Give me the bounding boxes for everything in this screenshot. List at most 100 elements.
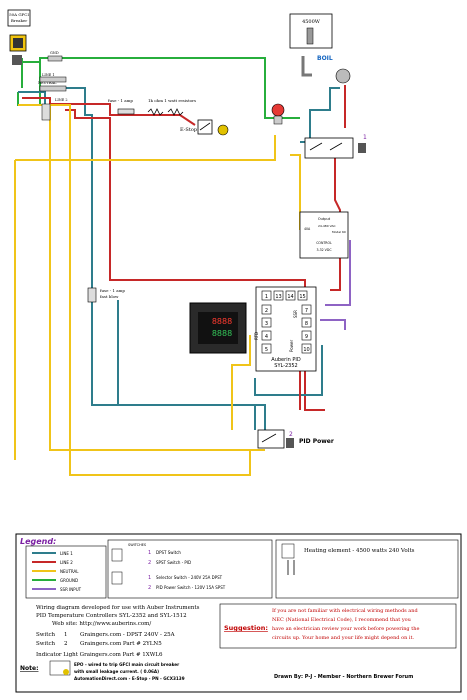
wires — [14, 57, 351, 476]
line1-wire — [18, 87, 340, 430]
switch-part-num: 1 — [64, 632, 68, 638]
switch-part-num: 2 — [64, 641, 68, 647]
bus-bars: GND NEUTRAL LINE 1 LINE 2 — [38, 51, 68, 121]
fuse1-icon — [117, 108, 135, 115]
pid-terminal: 10 — [303, 347, 309, 353]
gfci-breaker: 50A GFCI Breaker — [7, 9, 31, 65]
note-line: with small leakage current. ( 0.06A) — [74, 669, 159, 674]
legend-title: Legend: — [20, 537, 56, 546]
pid-terminal: 3 — [265, 321, 268, 327]
legend-panel: Legend: LINE 1 LINE 2 NEUTRAL GROUND SSR… — [15, 533, 462, 693]
power-label: Power — [289, 340, 294, 352]
fuse2-icon — [87, 287, 97, 303]
pid-terminals-top: 1 13 14 15 — [261, 290, 308, 301]
switch-num: 2 — [148, 560, 151, 566]
switch-key — [107, 539, 273, 599]
switch-part-name: Switch — [36, 641, 56, 647]
note-line: EPO - wired to trip GFCI main circuit br… — [74, 662, 180, 667]
switch-icon — [111, 548, 123, 562]
neutral-label: NEUTRAL — [38, 81, 57, 85]
gnd-label: GND — [50, 51, 59, 55]
neutral-wire — [14, 104, 301, 476]
resistors-label: 1k ohm 1 watt resistors — [148, 98, 196, 103]
pid-power-label: PID Power — [299, 438, 334, 445]
heating-element: 4500W BOIL — [289, 13, 351, 84]
boil-label: BOIL — [317, 55, 333, 62]
line2-wire — [22, 85, 346, 411]
pid-photo: 8888 8888 — [189, 302, 247, 354]
pid-terminal: 9 — [305, 334, 308, 340]
contactor-control: CONTROL — [316, 241, 332, 245]
fuse2-label-2: fast blow — [100, 294, 119, 299]
switches-title: SWITCHES — [128, 543, 147, 547]
fuse1-label: fuse - 1 amp — [108, 98, 133, 103]
resistor-icon-1 — [147, 108, 164, 116]
toggle-icon — [286, 438, 294, 448]
pid-terminal: 14 — [287, 294, 293, 300]
switch-num: 1 — [148, 550, 151, 556]
dpst-switch: 1 — [304, 134, 367, 159]
element-icon — [281, 543, 295, 559]
breaker-label-1: 50A GFCI — [9, 12, 29, 17]
indicator-part: Indicator Light Graingers.com Part # 1XW… — [36, 652, 163, 658]
estop-circuit: fuse - 1 amp 1k ohm 1 watt resistors E-S… — [108, 98, 229, 136]
suggestion-line: If you are not familiar with electrical … — [272, 608, 418, 614]
ssr-wire — [320, 240, 351, 330]
indicator-light-icon — [271, 103, 285, 117]
pid-terminal: 2 — [265, 308, 268, 314]
switch-num: 2 — [148, 585, 151, 591]
heating-element-text: Heating element - 4500 watts 240 Volts — [304, 548, 415, 554]
pid-terminal: 8 — [305, 321, 308, 327]
pid-terminal: 13 — [275, 294, 281, 300]
suggestion-line: circuits up. Your home and your life mig… — [272, 635, 415, 641]
legend-item: LINE 1 — [60, 551, 73, 556]
contactor-dc: 3-32 VDC — [316, 248, 332, 252]
estop-label: E-Stop — [180, 127, 197, 133]
switch-part: Graingers.com - DPST 240V - 25A — [80, 632, 176, 638]
pid-photo-bottom: 8888 — [212, 329, 232, 338]
legend-item: SSR INPUT — [60, 587, 82, 592]
toggle-icon — [358, 143, 366, 153]
legend-item: NEUTRAL — [60, 569, 79, 574]
suggestion-line: NEC (National Electrical Code), I recomm… — [272, 616, 412, 623]
info-line: Web site: http://www.auberins.com/ — [52, 621, 151, 627]
switch-num: 1 — [148, 575, 151, 581]
plug-icon — [12, 55, 22, 65]
indicator-light — [271, 103, 285, 125]
ssr-label: SSR — [293, 310, 298, 318]
element-rating: 4500W — [302, 19, 321, 25]
estop-button-icon — [217, 124, 229, 136]
switch-icon — [111, 571, 123, 585]
resistor-icon-2 — [167, 108, 184, 116]
switch-part-name: Switch — [36, 632, 56, 638]
pid-terminal-block: 1 13 14 15 2 3 4 5 7 8 9 10 SSR Power RT… — [254, 286, 317, 372]
switch-part: Graingers.com Part # 2YLN5 — [80, 641, 162, 647]
switch-text: SPST Switch - PID — [156, 560, 191, 565]
estop-switch-icon — [197, 119, 213, 135]
breaker-label-2: Breaker — [11, 18, 27, 23]
suggestion-box — [219, 603, 457, 649]
pid-power-number: 2 — [289, 431, 293, 438]
note-label: Note: — [20, 665, 38, 672]
fuse2-label-1: fuse - 1 amp — [100, 288, 125, 293]
line1-label: LINE 1 — [42, 73, 55, 77]
pid-terminal: 1 — [265, 294, 268, 300]
pid-model: SYL-2352 — [274, 363, 297, 369]
pid-terminals-right: 7 8 9 10 — [301, 304, 312, 354]
legend-item: GROUND — [60, 578, 78, 583]
pid-name: Auberin PID — [271, 357, 301, 363]
pid-power-switch: 2 PID Power — [257, 429, 334, 449]
suggestion-line: have an electrician review your work bef… — [272, 626, 419, 632]
switch-text: Selector Switch - 240V 25A DPST — [156, 575, 223, 580]
line2-label: LINE 2 — [55, 98, 68, 102]
pid-photo-top: 8888 — [212, 317, 232, 326]
gnd-bar — [47, 55, 63, 62]
contactor-title: Output — [318, 217, 331, 221]
pid-terminal: 4 — [265, 334, 268, 340]
info-line: Wiring diagram developed for use with Au… — [36, 605, 200, 611]
fuse2: fuse - 1 amp fast blow — [87, 287, 125, 303]
dpst-number: 1 — [363, 134, 367, 141]
contactor-load: 24-480 VAC — [318, 224, 336, 228]
selector-knob-icon — [335, 68, 351, 84]
